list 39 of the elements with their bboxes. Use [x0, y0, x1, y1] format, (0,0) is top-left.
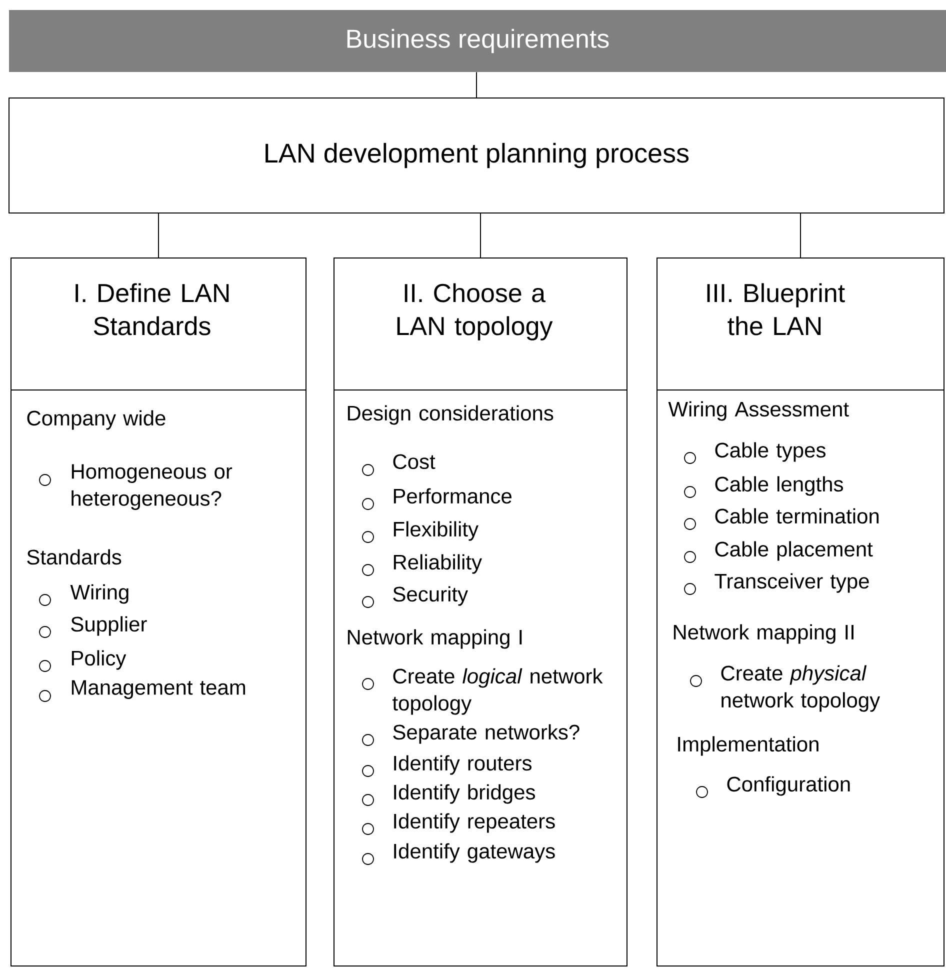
list-item: Wiring — [70, 584, 128, 604]
list-item: Management team — [72, 680, 246, 699]
list-item: Flexibility — [394, 521, 478, 541]
list-item: Homogeneous or heterogeneous? — [72, 464, 232, 510]
list-item: Configuration — [727, 776, 850, 796]
list-item: Create physical network topology — [721, 665, 880, 712]
section-heading: Implementation — [678, 736, 818, 756]
list-item: Cable placement — [715, 541, 873, 561]
list-item: Identify bridges — [394, 784, 535, 804]
list-item: Identify gateways — [394, 843, 555, 863]
connector-line — [480, 213, 481, 258]
list-item: Performance — [394, 488, 512, 504]
list-item: Security — [393, 586, 468, 606]
list-item: Cost — [393, 454, 436, 470]
list-item: Policy — [72, 650, 126, 670]
section-heading: Network mapping I — [348, 629, 522, 649]
list-item: Supplier — [71, 616, 147, 636]
section-heading: Wiring Assessment — [668, 401, 849, 421]
list-item: Separate networks? — [393, 724, 580, 744]
section-heading: Network mapping II — [674, 624, 854, 644]
connector-line — [800, 213, 801, 258]
list-item: Reliability — [394, 554, 482, 574]
list-item: Identify repeaters — [394, 813, 555, 833]
section-heading: Standards — [27, 549, 122, 565]
column-heading: II. Choose a LAN topology — [397, 283, 553, 340]
list-item: Cable types — [715, 442, 826, 462]
list-item: Cable termination — [715, 508, 879, 524]
title-bar: Business requirements — [9, 10, 946, 72]
list-item: Identify routers — [394, 755, 532, 775]
list-item: Cable lengths — [715, 476, 843, 496]
connector-line — [158, 213, 159, 258]
connector-line — [476, 72, 477, 98]
list-item: Create logical network topology — [392, 668, 603, 715]
process-box: LAN development planning process — [8, 98, 944, 214]
list-item: Transceiver type — [714, 573, 869, 593]
section-heading: Company wide — [27, 410, 166, 430]
column-heading: III. Blueprint the LAN — [707, 283, 845, 336]
section-heading: Design considerations — [348, 405, 554, 425]
column-heading: I. Define LAN Standards — [76, 283, 229, 336]
